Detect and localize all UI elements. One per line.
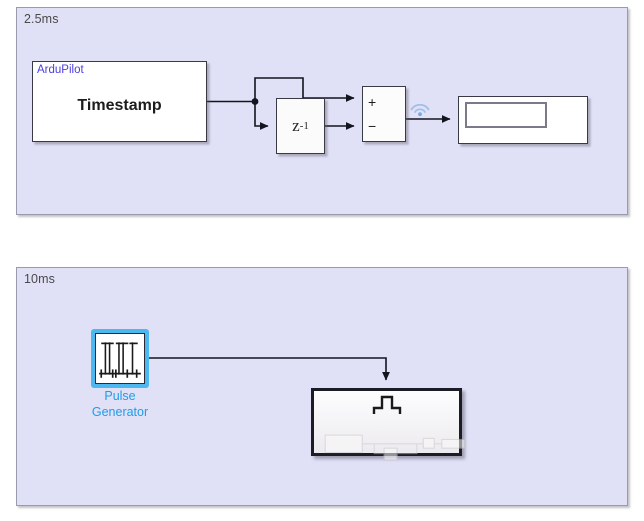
block-title: Timestamp	[77, 96, 162, 114]
block-pulse-generator[interactable]	[91, 329, 149, 388]
function-call-trigger-icon	[372, 395, 401, 414]
block-ardupilot-timestamp[interactable]: ArduPilot Timestamp	[32, 61, 207, 142]
pulse-generator-icon	[99, 342, 141, 378]
pulse-generator-body	[95, 333, 145, 384]
pulse-generator-label-line1: Pulse	[104, 389, 136, 403]
block-function-call-subsystem[interactable]	[311, 388, 466, 461]
display-value-field	[465, 102, 547, 128]
unit-delay-base: z	[292, 116, 300, 135]
unit-delay-expression: z-1	[277, 99, 324, 153]
signal-logging-icon	[410, 103, 430, 117]
unit-delay-exponent: -1	[299, 120, 309, 132]
block-unit-delay[interactable]: z-1	[276, 98, 325, 154]
pulse-generator-label-line2: Generator	[91, 405, 149, 419]
subsystem-contents-preview	[324, 434, 466, 461]
sum-port-plus-sign: +	[368, 94, 377, 110]
rate-group-label: 10ms	[24, 272, 55, 286]
pulse-generator-label: Pulse Generator	[62, 388, 178, 420]
block-sum[interactable]: + −	[362, 86, 406, 142]
block-display[interactable]	[458, 96, 588, 144]
sum-port-minus-sign: −	[368, 118, 377, 134]
rate-group-label: 2.5ms	[24, 12, 59, 26]
block-vendor-tag: ArduPilot	[37, 64, 84, 76]
